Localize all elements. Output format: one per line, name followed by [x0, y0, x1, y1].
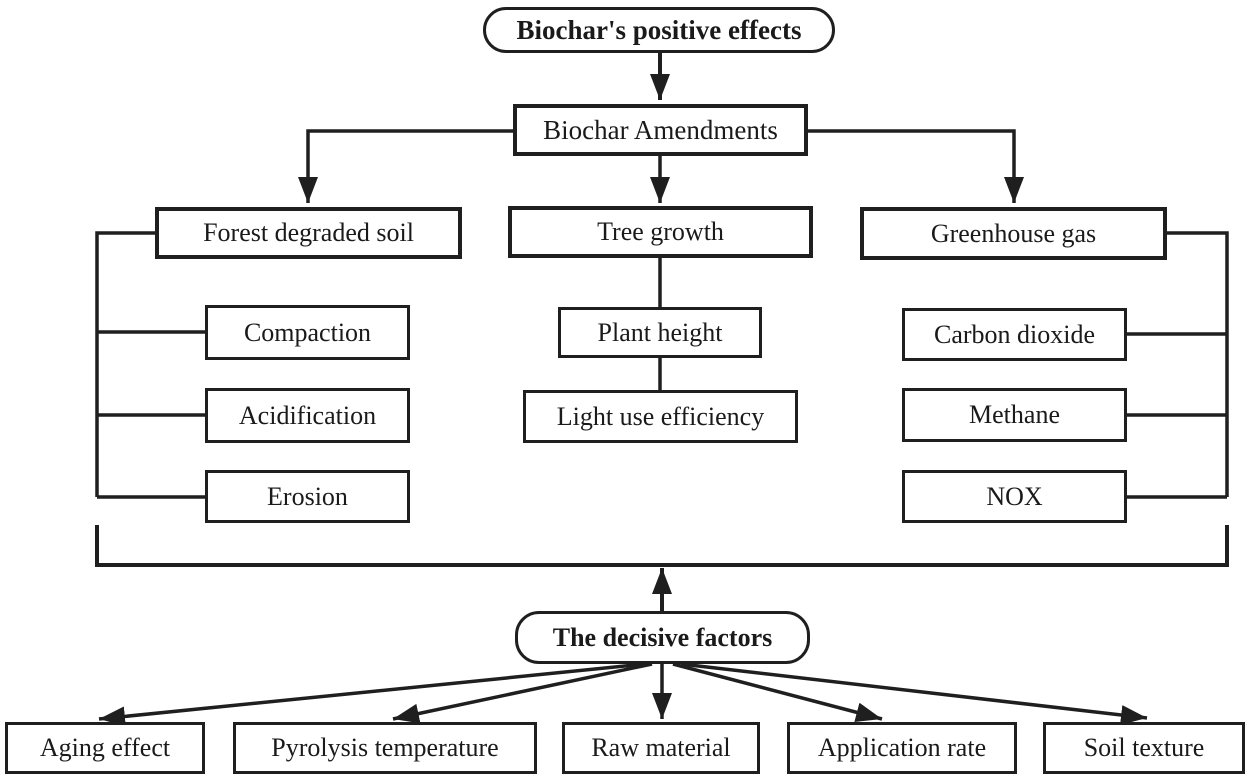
node-label: Application rate	[817, 733, 987, 762]
node-label: Aging effect	[39, 733, 171, 762]
node-greenhouse-gas: Greenhouse gas	[860, 207, 1167, 260]
node-application-rate: Application rate	[787, 722, 1017, 774]
line-greenhouse-bracket	[1167, 231, 1229, 497]
node-plant-height: Plant height	[558, 307, 762, 358]
arrow-decisive-to-pyrolysis	[392, 662, 653, 724]
arrow-decisive-to-soil	[680, 662, 1148, 725]
node-label: The decisive factors	[552, 622, 773, 652]
node-soil-texture: Soil texture	[1043, 722, 1245, 774]
node-raw-material: Raw material	[562, 722, 760, 774]
node-compaction: Compaction	[205, 305, 410, 360]
node-aging-effect: Aging effect	[5, 722, 205, 774]
node-label: Soil texture	[1083, 733, 1205, 762]
node-light-use-efficiency: Light use efficiency	[523, 390, 798, 443]
arrow-decisive-to-application	[672, 662, 883, 723]
node-carbon-dioxide: Carbon dioxide	[902, 308, 1127, 361]
node-biochar-amendments: Biochar Amendments	[513, 104, 808, 156]
node-acidification: Acidification	[205, 388, 410, 443]
node-biochar-positive-effects: Biochar's positive effects	[483, 7, 835, 53]
node-label: Erosion	[267, 481, 348, 511]
node-label: Forest degraded soil	[203, 218, 414, 247]
node-label: Biochar Amendments	[543, 114, 778, 145]
node-label: Greenhouse gas	[930, 218, 1097, 248]
node-label: Acidification	[238, 400, 377, 430]
node-label: Pyrolysis temperature	[271, 733, 499, 762]
line-forest-bracket	[95, 231, 155, 497]
node-decisive-factors: The decisive factors	[515, 611, 810, 664]
node-erosion: Erosion	[205, 470, 410, 523]
line-bottom-bracket	[95, 525, 1229, 567]
node-label: Raw material	[591, 733, 731, 762]
node-pyrolysis-temperature: Pyrolysis temperature	[233, 722, 537, 774]
node-label: Methane	[969, 400, 1060, 429]
node-nox: NOX	[902, 470, 1127, 523]
node-label: Light use efficiency	[556, 401, 765, 431]
arrow-root-to-greenhouse	[808, 129, 1024, 203]
node-label: Tree growth	[597, 217, 724, 246]
arrow-root-to-forest	[298, 129, 513, 203]
node-label: NOX	[986, 481, 1043, 511]
node-label: Plant height	[597, 317, 723, 347]
arrow-decisive-to-aging	[98, 662, 646, 727]
node-label: Compaction	[243, 317, 372, 347]
node-label: Biochar's positive effects	[516, 14, 802, 45]
node-forest-degraded-soil: Forest degraded soil	[155, 207, 462, 259]
node-tree-growth: Tree growth	[508, 206, 813, 258]
node-methane: Methane	[902, 388, 1127, 442]
node-label: Carbon dioxide	[933, 319, 1096, 349]
